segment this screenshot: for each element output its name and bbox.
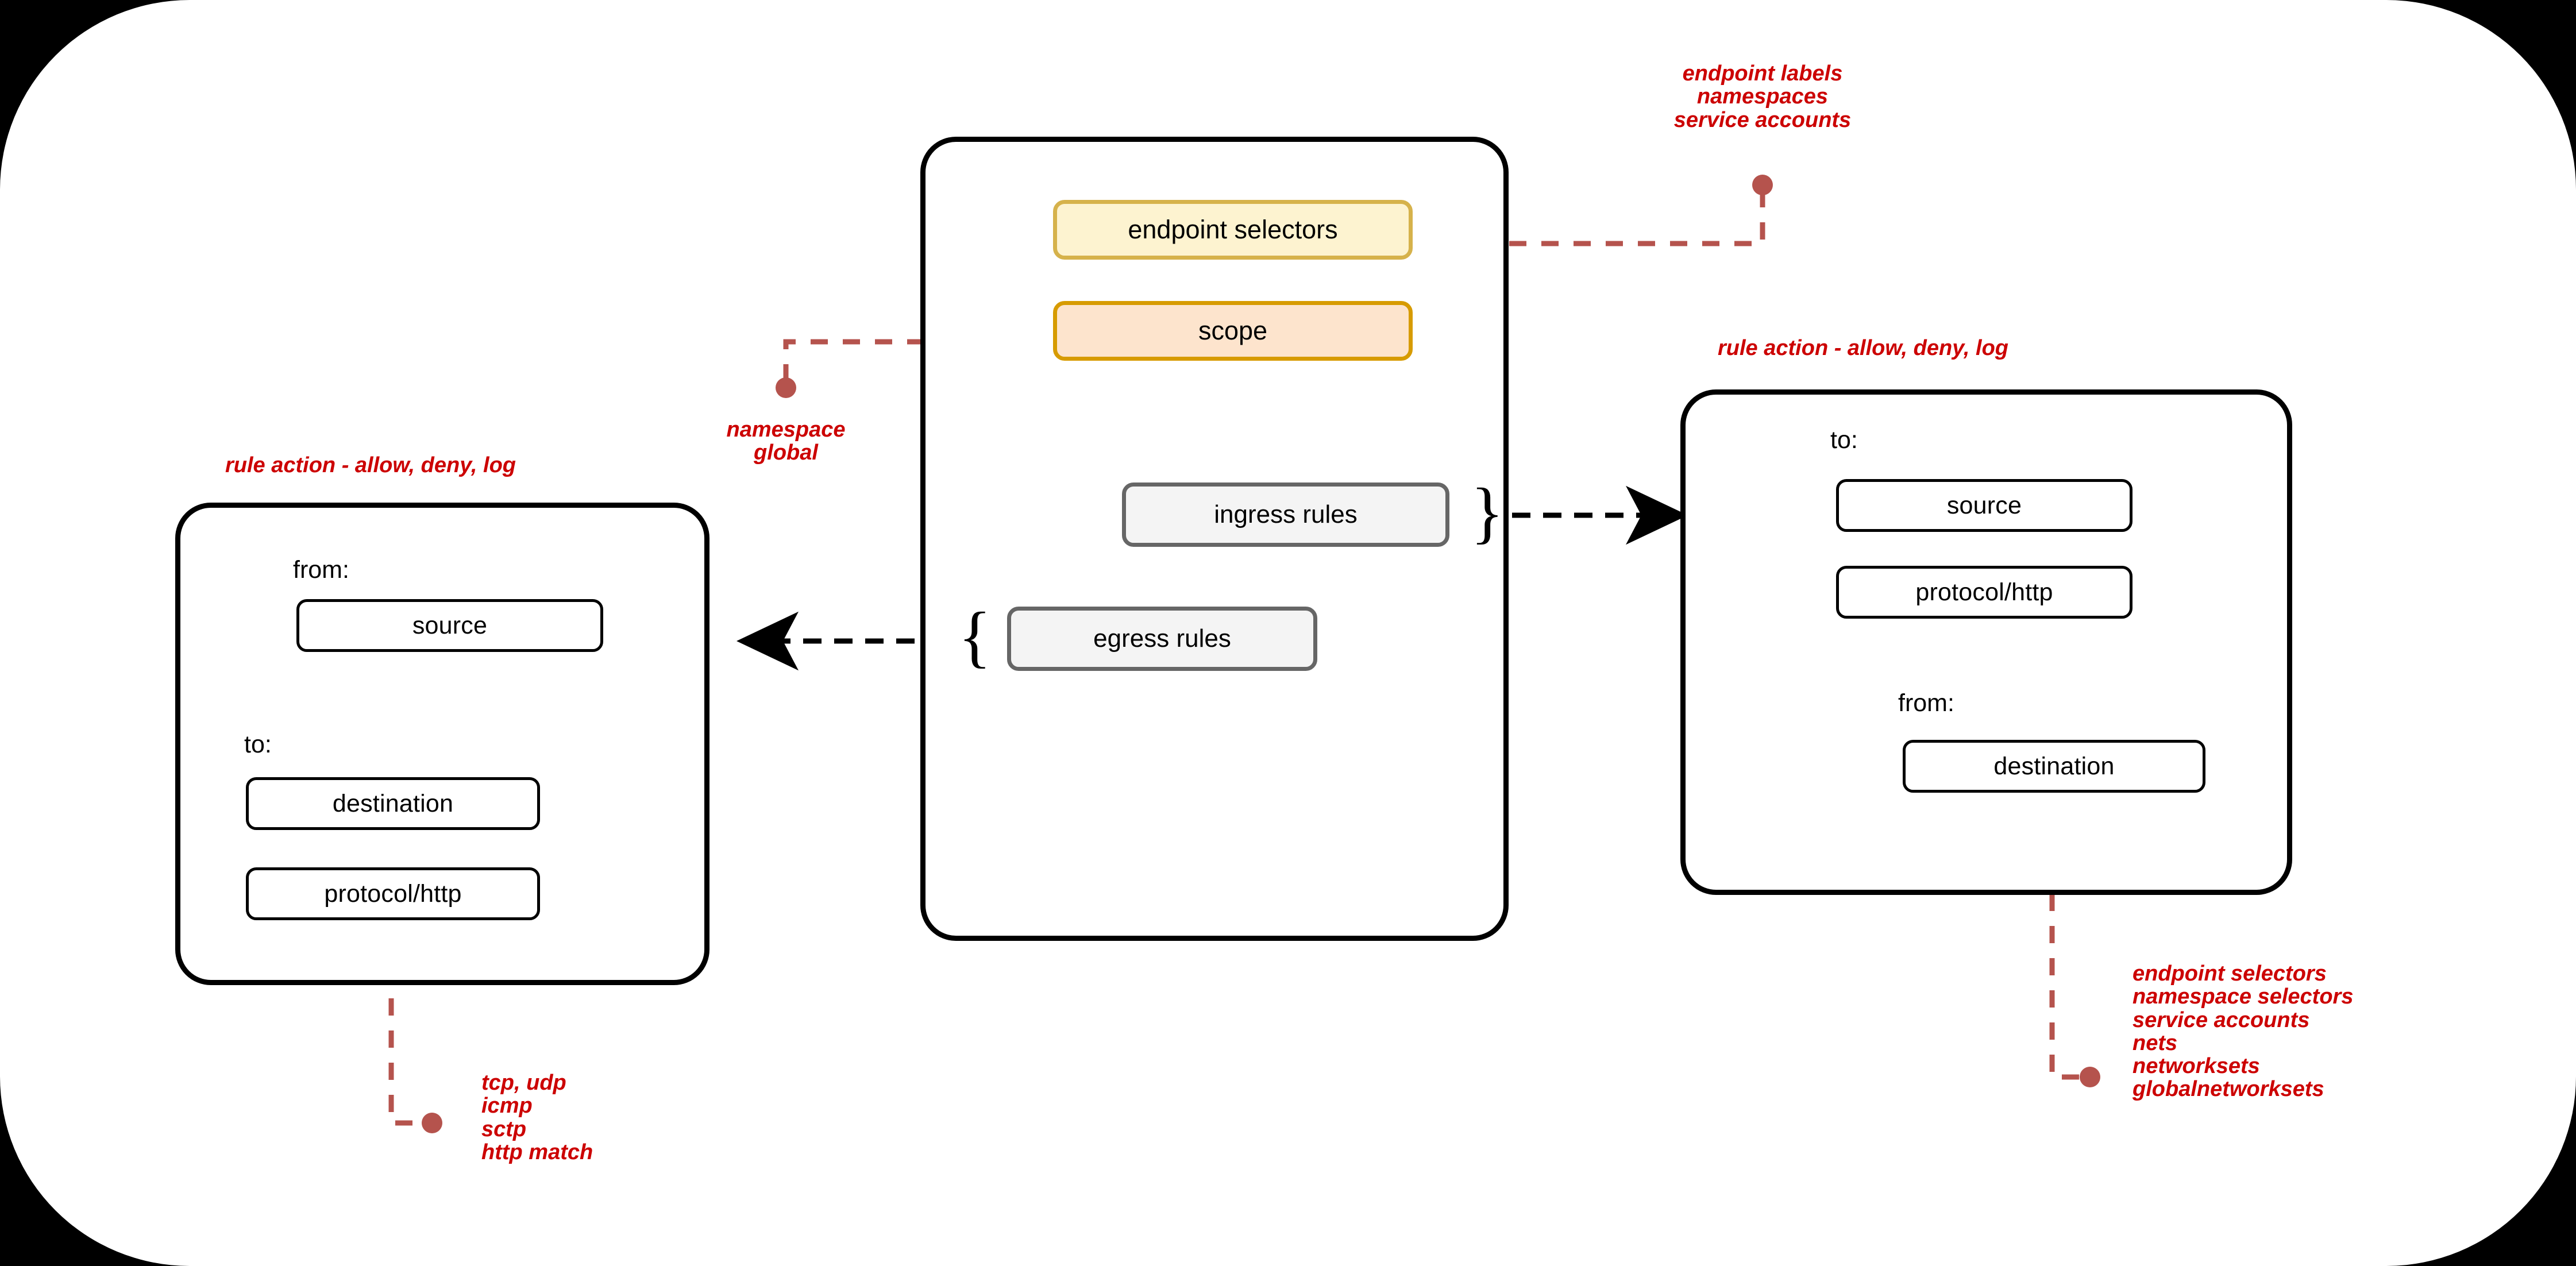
scope-note: namespace global <box>726 418 846 465</box>
left-source-box[interactable]: source <box>296 599 603 652</box>
egress-rules-box[interactable]: egress rules <box>1007 607 1317 671</box>
ingress-brace: } <box>1471 474 1504 550</box>
right-protocol-box[interactable]: protocol/http <box>1836 566 2132 619</box>
left-protocol-box[interactable]: protocol/http <box>246 867 540 920</box>
ingress-rule-panel <box>1680 389 2292 895</box>
right-source-box[interactable]: source <box>1836 479 2132 532</box>
endpoint-selectors-note: endpoint labels namespaces service accou… <box>1673 61 1852 132</box>
left-protocol-note: tcp, udp icmp sctp http match <box>481 1071 593 1164</box>
scope-label: scope <box>1198 316 1268 345</box>
left-from-label: from: <box>293 556 349 584</box>
right-destination-box[interactable]: destination <box>1903 740 2205 793</box>
ingress-rules-box[interactable]: ingress rules <box>1122 483 1449 547</box>
right-to-label: to: <box>1830 426 1858 454</box>
endpoint-selectors-label: endpoint selectors <box>1128 215 1338 244</box>
egress-rules-label: egress rules <box>1093 624 1231 653</box>
right-rule-action-annotation: rule action - allow, deny, log <box>1718 336 2009 360</box>
right-from-label: from: <box>1898 689 1954 717</box>
scope-box[interactable]: scope <box>1053 301 1413 361</box>
left-destination-box[interactable]: destination <box>246 777 540 830</box>
left-to-label: to: <box>244 731 272 758</box>
right-destination-note: endpoint selectors namespace selectors s… <box>2132 962 2354 1102</box>
egress-brace: { <box>958 598 992 674</box>
ingress-rules-label: ingress rules <box>1214 500 1358 528</box>
endpoint-selectors-box[interactable]: endpoint selectors <box>1053 200 1413 260</box>
left-rule-action-annotation: rule action - allow, deny, log <box>225 453 516 477</box>
